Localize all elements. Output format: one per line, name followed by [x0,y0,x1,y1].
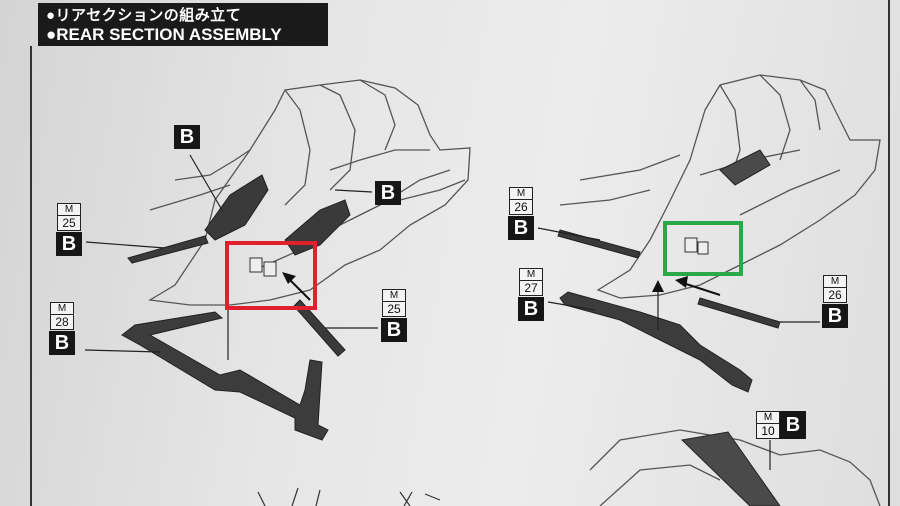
frame-left-line [30,46,32,506]
right-rod-m26-top [557,229,641,259]
m-box: M 28 [50,302,74,330]
m-letter: M [763,412,773,423]
part-label-b-center: B [375,181,401,205]
m-box: M 26 [509,187,533,215]
part-label-m25-right: M 25 B [381,289,407,342]
m-box: M 26 [823,275,847,303]
m-box: M 27 [519,268,543,296]
left-rear-body-outline [148,79,471,306]
m-letter: M [526,269,536,280]
m-number: 26 [824,287,846,302]
m-letter: M [516,188,526,199]
part-label-m28: M 28 B [49,302,75,355]
b-letter: B [49,331,75,355]
m-number: 28 [51,314,73,329]
left-arrow [287,277,311,301]
b-letter: B [381,318,407,342]
right-up-arrow-head [652,280,664,292]
m-number: 25 [58,215,80,230]
m-number: 25 [383,301,405,316]
part-label-m26-bottom: M 26 B [822,275,848,328]
m-letter: M [389,290,399,301]
m-box: M 25 [382,289,406,317]
part-label-b-top: B [174,125,200,149]
frame-right-line [888,0,890,506]
right-side-panel-part [719,149,771,186]
m-box: M 25 [57,203,81,231]
left-leader-lines [84,154,378,360]
right-arrow [679,281,721,296]
bottom-handwriting-strokes [257,487,441,506]
right-rear-body-outline [559,74,881,299]
m-number: 10 [757,423,779,438]
m-number: 26 [510,199,532,214]
b-letter: B [56,232,82,256]
m-number: 27 [520,280,542,295]
m-box: M 10 [756,411,780,439]
right-lower-frame-m27 [559,291,753,393]
part-label-m25-left: M 25 B [56,203,82,256]
m-letter: M [64,204,74,215]
bottom-part-m10 [680,431,781,506]
left-rod-right-m25 [293,299,346,357]
section-title-english: ●REAR SECTION ASSEMBLY [38,24,328,46]
part-label-m10: M 10 B [756,411,806,439]
section-title-japanese: ●リアセクションの組み立て [38,3,328,25]
b-letter: B [508,216,534,240]
left-rod-m25 [127,235,209,264]
left-hinge-detail [249,257,277,277]
b-letter: B [822,304,848,328]
left-side-panel-part [204,174,269,241]
right-rod-m26-bottom [697,297,781,329]
bottom-partial-outline [589,429,881,506]
right-leader-lines [537,227,820,330]
b-letter: B [780,411,806,439]
m-letter: M [830,276,840,287]
green-highlight-box [663,221,743,276]
b-letter: B [518,297,544,321]
left-lower-frame-m28 [121,311,329,441]
left-floor-panel-part [284,199,351,256]
m-letter: M [57,303,67,314]
red-highlight-box [225,241,317,310]
part-label-m27: M 27 B [518,268,544,321]
part-label-m26-top: M 26 B [508,187,534,240]
right-hinge-detail [684,237,709,255]
